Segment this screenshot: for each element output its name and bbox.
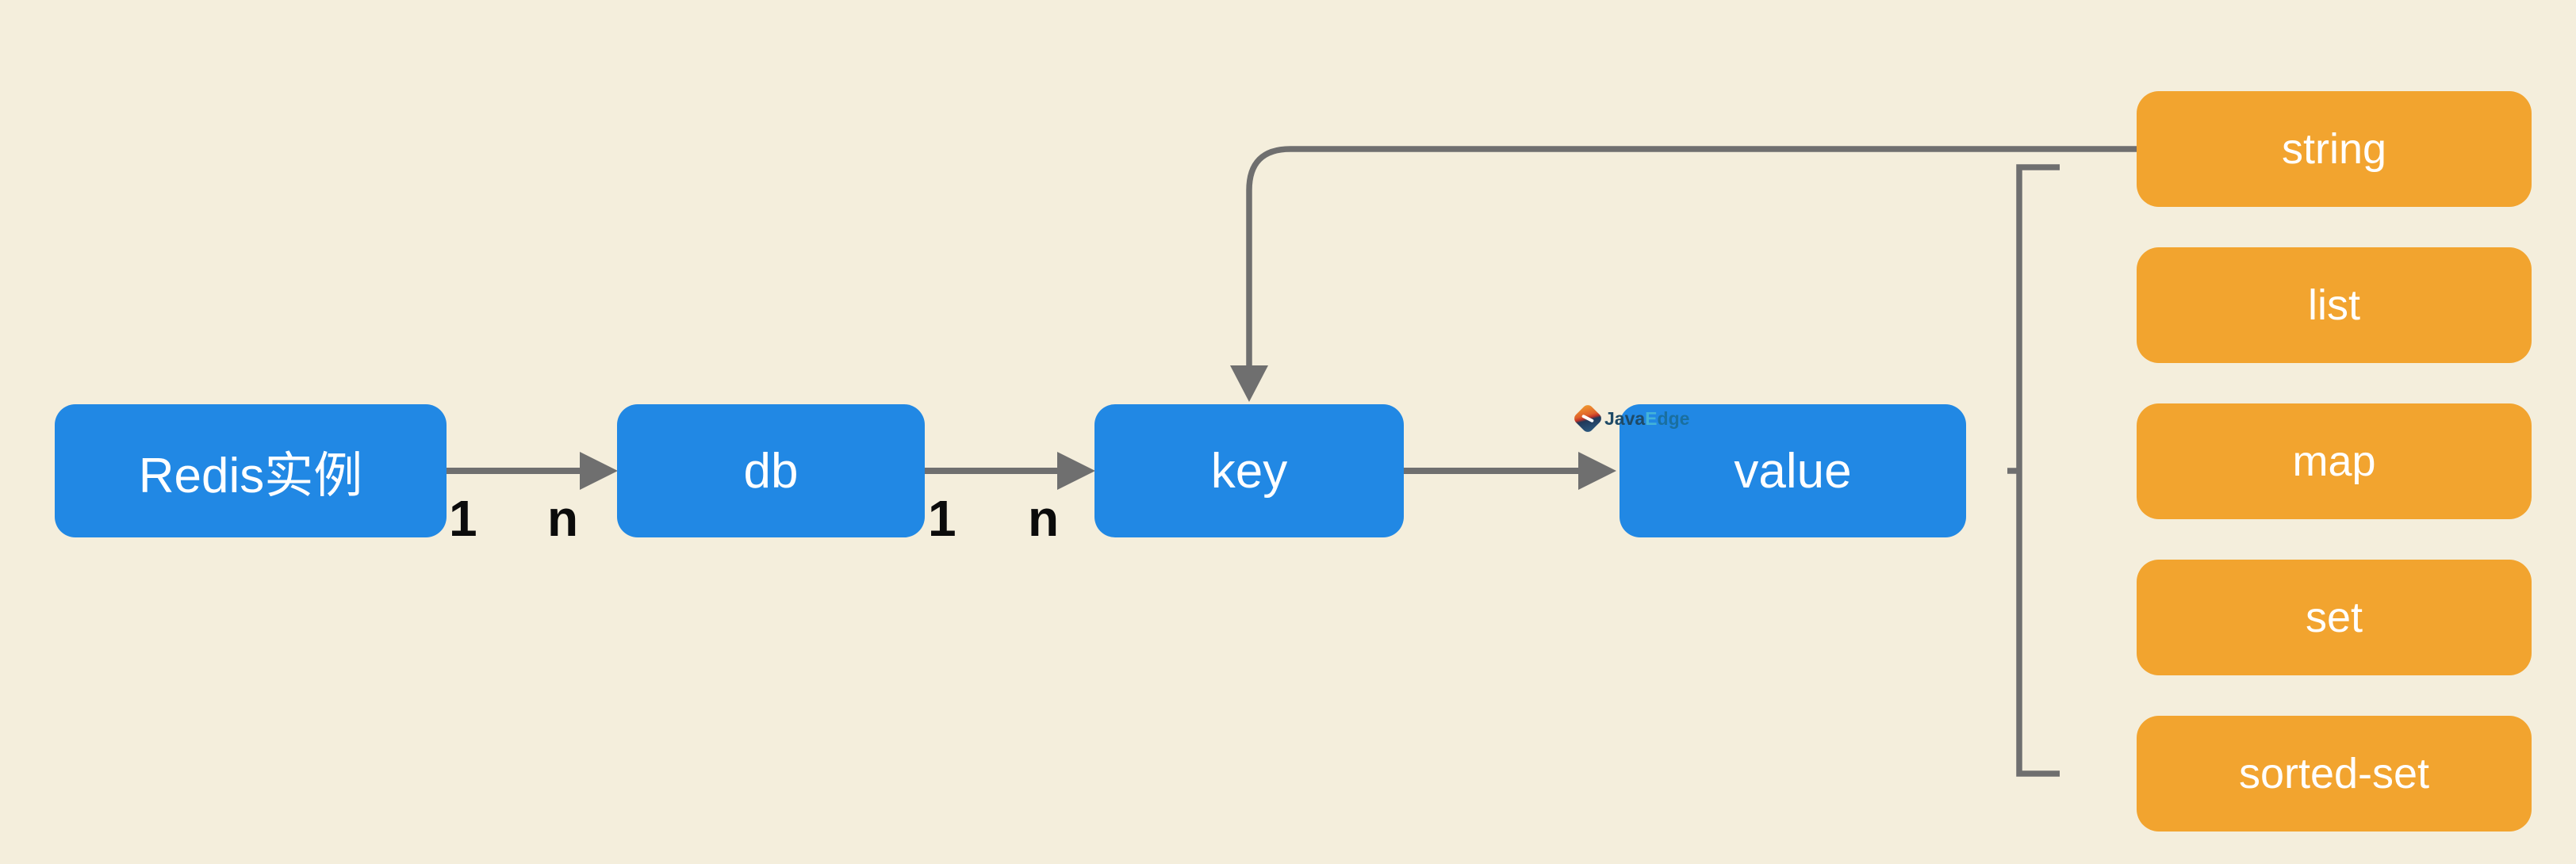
watermark-text-e: E [1645,407,1658,429]
node-value: value [1620,404,1966,537]
watermark-text: JavaEdge [1604,407,1690,429]
type-node-set: set [2137,560,2532,675]
type-node-list: list [2137,247,2532,363]
edge-string-key [1246,146,2139,366]
edge-db-key-arrowhead [1057,452,1095,490]
edge-key-value-arrowhead [1578,452,1616,490]
multiplicity-label-db-n: n [547,490,579,547]
multiplicity-label-key-n: n [1028,490,1060,547]
node-key: key [1094,404,1404,537]
types-bracket [2016,164,2060,777]
edge-redis-db-arrowhead [580,452,618,490]
type-node-sorted-set: sorted-set [2137,716,2532,832]
watermark-text-dge: dge [1657,407,1690,429]
node-redis-instance: Redis实例 [55,404,447,537]
watermark-javaedge: JavaEdge [1572,403,1690,434]
javaedge-logo-icon [1572,403,1604,434]
multiplicity-label-db-one: 1 [928,490,956,547]
edge-string-key-arrowhead [1230,365,1268,402]
watermark-text-java: Java [1604,407,1646,429]
type-node-string: string [2137,91,2532,207]
multiplicity-label-redis-one: 1 [449,490,477,547]
type-node-map: map [2137,403,2532,519]
node-db: db [617,404,925,537]
